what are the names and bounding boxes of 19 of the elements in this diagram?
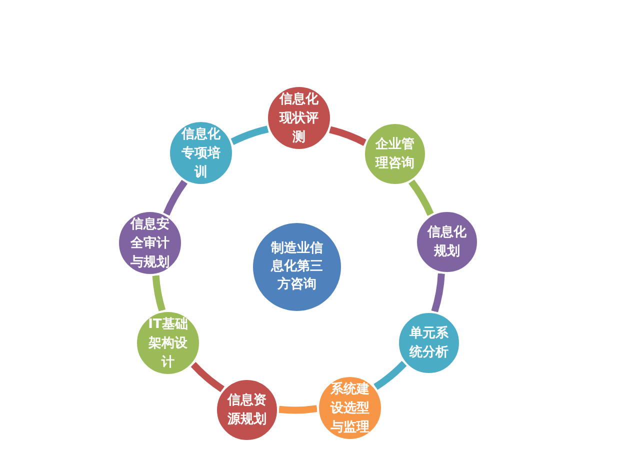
ring-connector — [328, 126, 367, 146]
node-label: 信息安全审计与规划 — [130, 216, 170, 272]
node-label: 信息化专项培训 — [180, 126, 222, 182]
ring-connector — [163, 180, 188, 216]
node-label: IT基础架构设计 — [148, 316, 188, 372]
ring-connector — [278, 405, 318, 414]
ring-connector — [431, 273, 445, 312]
ring-connector — [152, 275, 166, 312]
node-label: 信息化规划 — [426, 224, 468, 261]
node-label: 企业管理咨询 — [374, 136, 416, 173]
node-label: 信息资源规划 — [226, 392, 268, 429]
node-label: 系统建设选型与监理 — [330, 380, 370, 436]
node-label: 信息化现状评测 — [278, 90, 320, 146]
node-label: 制造业信息化第三方咨询 — [270, 240, 324, 294]
ring-connector — [230, 126, 269, 146]
node-label: 单元系统分析 — [408, 324, 450, 362]
ring-connector — [408, 179, 434, 216]
ring-connector — [374, 360, 407, 390]
ring-connector — [190, 362, 225, 392]
